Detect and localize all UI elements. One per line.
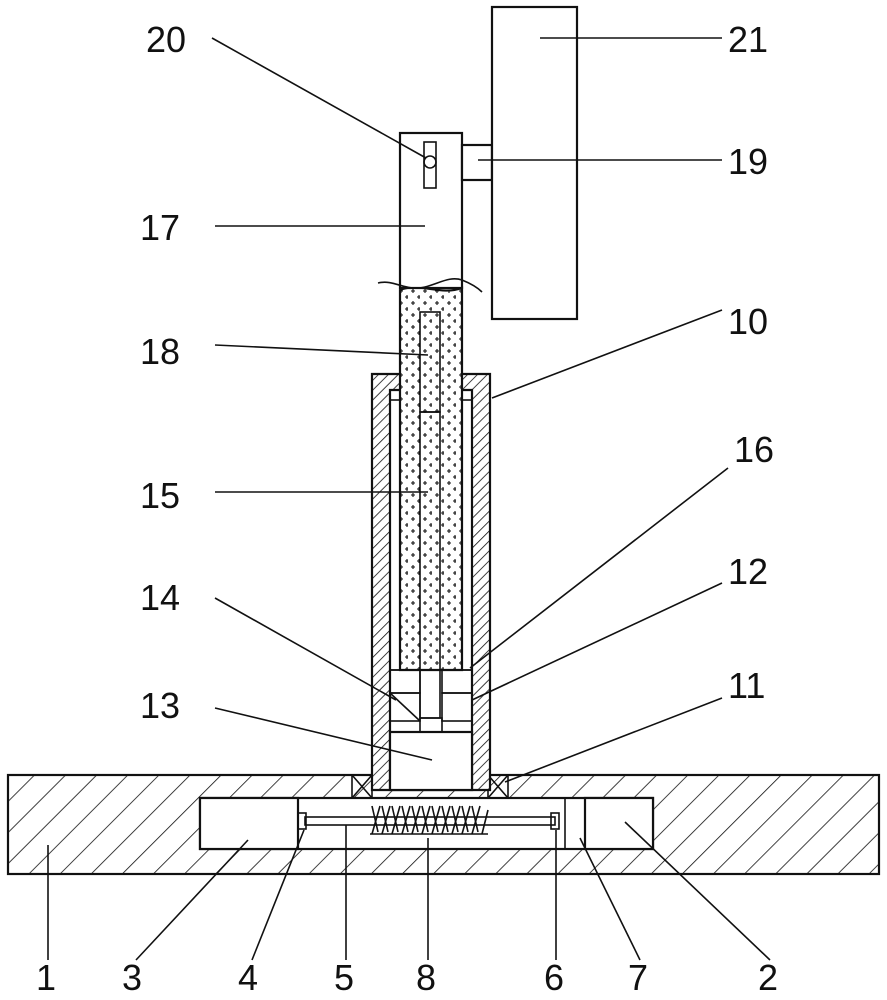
thread-section [370, 805, 489, 835]
callout-labels: 20 21 19 17 18 10 15 16 12 14 11 13 1 3 … [36, 19, 778, 998]
label-18: 18 [140, 331, 180, 372]
bracket [460, 143, 494, 182]
pivot [423, 141, 437, 189]
label-19: 19 [728, 141, 768, 182]
display-panel [490, 5, 579, 321]
label-16: 16 [734, 429, 774, 470]
bearing-left [351, 774, 373, 799]
left-block [198, 796, 300, 851]
label-17: 17 [140, 207, 180, 248]
label-15: 15 [140, 475, 180, 516]
label-4: 4 [238, 957, 258, 998]
column-top [377, 131, 483, 293]
label-20: 20 [146, 19, 186, 60]
label-1: 1 [36, 957, 56, 998]
slider-block [388, 730, 474, 792]
label-10: 10 [728, 301, 768, 342]
label-6: 6 [544, 957, 564, 998]
right-block [583, 796, 655, 851]
label-12: 12 [728, 551, 768, 592]
seal-right [441, 669, 473, 694]
seal-left [389, 669, 421, 694]
label-5: 5 [334, 957, 354, 998]
screw-rod [297, 812, 560, 830]
ring-right [441, 692, 473, 722]
label-13: 13 [140, 685, 180, 726]
center-rod [419, 311, 441, 719]
connector [419, 717, 443, 733]
label-2: 2 [758, 957, 778, 998]
label-7: 7 [628, 957, 648, 998]
label-14: 14 [140, 577, 180, 618]
label-21: 21 [728, 19, 768, 60]
label-3: 3 [122, 957, 142, 998]
label-11: 11 [728, 665, 765, 706]
label-8: 8 [416, 957, 436, 998]
leader-lines [47, 37, 771, 961]
inner-column [398, 286, 464, 672]
